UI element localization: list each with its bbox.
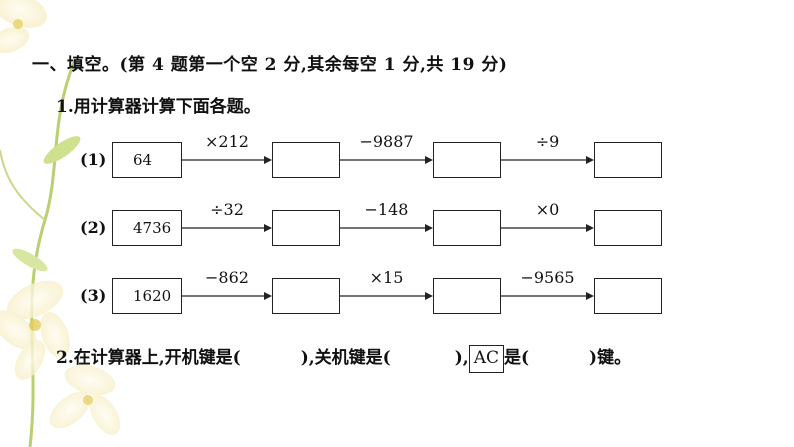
operation-label: ×15 bbox=[369, 268, 404, 287]
flower-decoration bbox=[0, 0, 121, 447]
q2-suffix: )键。 bbox=[589, 348, 632, 368]
answer-box[interactable] bbox=[594, 142, 662, 178]
q2-mid3: 是( bbox=[504, 348, 530, 368]
operation-label: ×212 bbox=[205, 132, 249, 151]
ac-key-icon: AC bbox=[468, 344, 504, 373]
arrow-right-icon bbox=[340, 156, 433, 164]
operation-label: −9565 bbox=[520, 268, 575, 287]
q2-mid2: ), bbox=[454, 348, 469, 368]
answer-box[interactable] bbox=[433, 278, 501, 314]
arrow-right-icon bbox=[501, 292, 594, 300]
row-label: (3) bbox=[80, 286, 107, 305]
answer-box[interactable] bbox=[272, 142, 340, 178]
arrow-right-icon bbox=[182, 292, 272, 300]
operation-label: ÷32 bbox=[210, 200, 244, 219]
answer-box[interactable] bbox=[433, 210, 501, 246]
operation-label: −862 bbox=[205, 268, 249, 287]
start-value-box: 4736 bbox=[112, 210, 182, 246]
operation-label: −9887 bbox=[359, 132, 414, 151]
answer-box[interactable] bbox=[594, 210, 662, 246]
arrow-right-icon bbox=[340, 224, 433, 232]
row-label: (1) bbox=[80, 150, 107, 169]
answer-box[interactable] bbox=[433, 142, 501, 178]
arrow-right-icon bbox=[501, 156, 594, 164]
answer-box[interactable] bbox=[272, 210, 340, 246]
operation-label: ÷9 bbox=[535, 132, 560, 151]
question-1-title: 1.用计算器计算下面各题。 bbox=[56, 97, 261, 117]
row-label: (2) bbox=[80, 218, 107, 237]
arrow-right-icon bbox=[340, 292, 433, 300]
operation-label: −148 bbox=[364, 200, 409, 219]
q2-mid1: ),关机键是( bbox=[300, 348, 391, 368]
start-value-box: 1620 bbox=[112, 278, 182, 314]
arrow-right-icon bbox=[182, 224, 272, 232]
arrow-right-icon bbox=[501, 224, 594, 232]
section-heading: 一、填空。(第 4 题第一个空 2 分,其余每空 1 分,共 19 分) bbox=[32, 55, 508, 75]
q2-prefix: 2.在计算器上,开机键是( bbox=[56, 348, 241, 368]
arrow-right-icon bbox=[182, 156, 272, 164]
answer-box[interactable] bbox=[594, 278, 662, 314]
answer-box[interactable] bbox=[272, 278, 340, 314]
start-value-box: 64 bbox=[112, 142, 182, 178]
operation-label: ×0 bbox=[535, 200, 560, 219]
